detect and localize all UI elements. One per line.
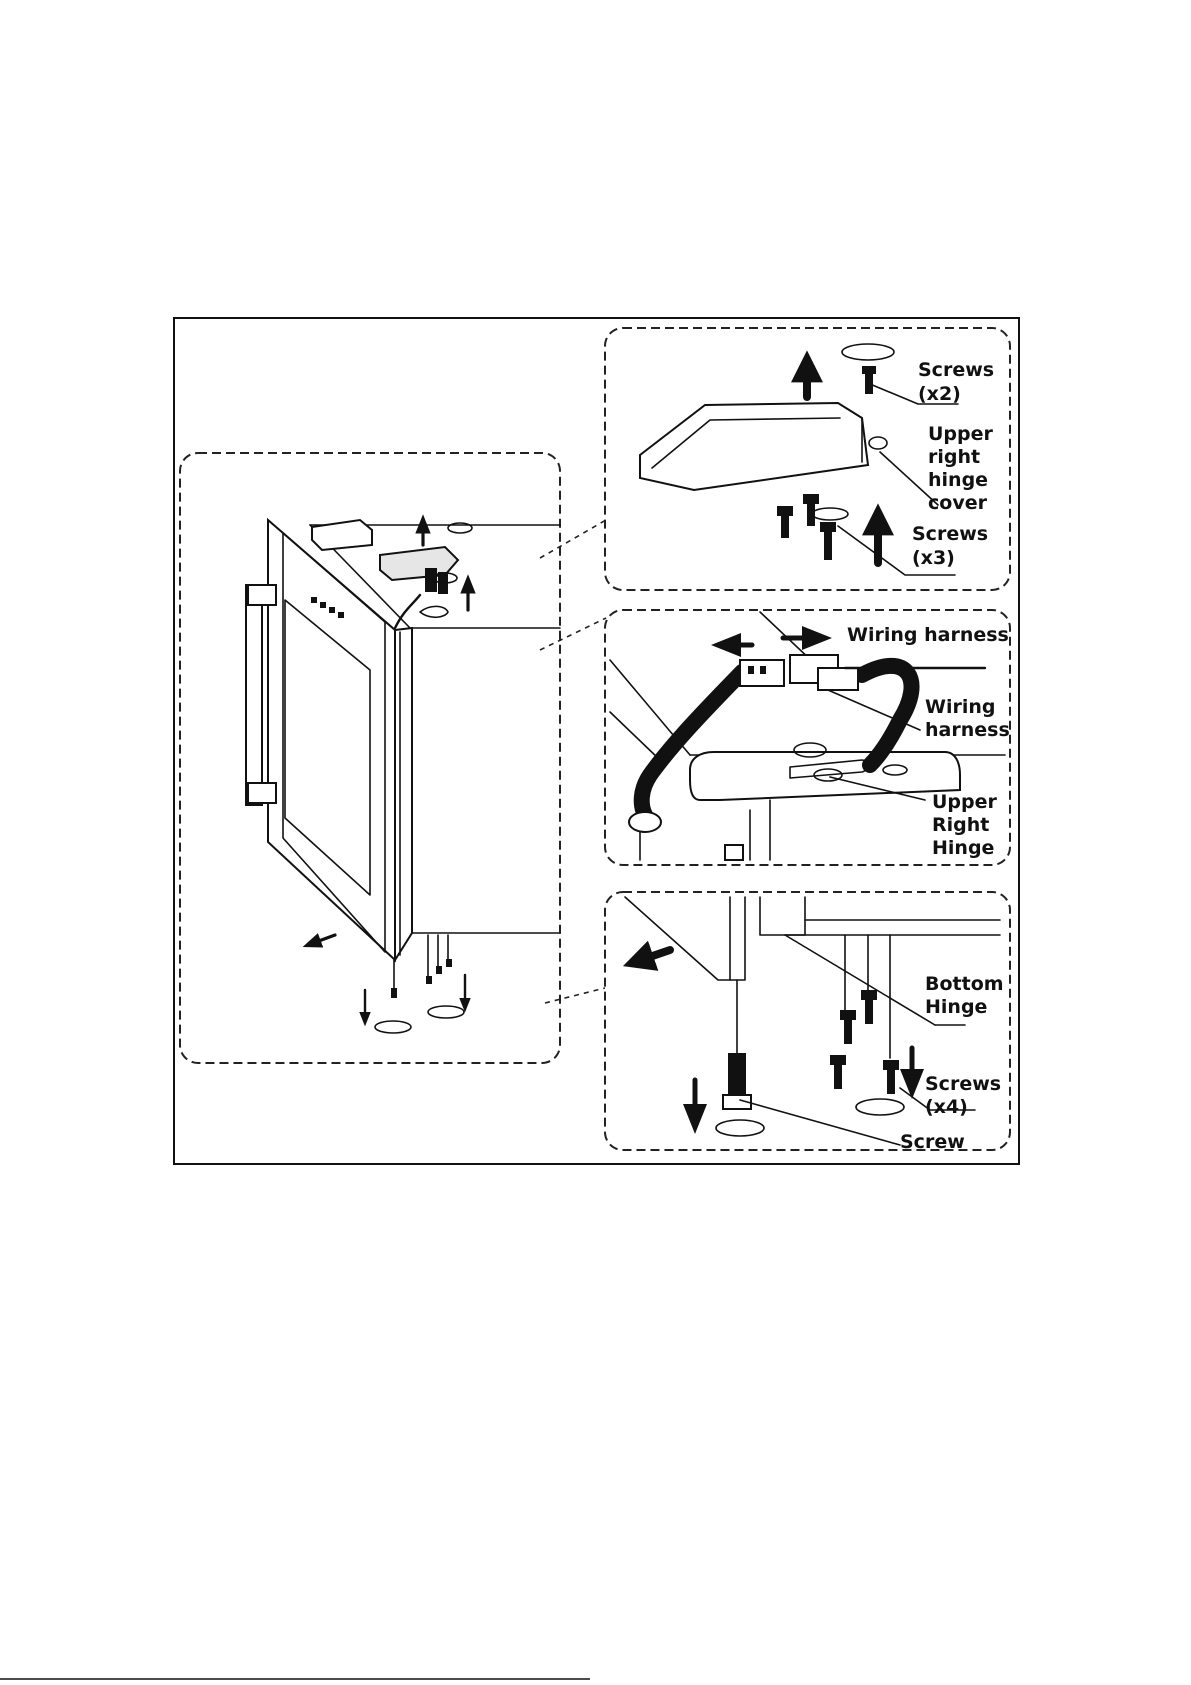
label-line: Right	[932, 814, 989, 836]
control-button	[338, 612, 344, 618]
label-line: (x3)	[912, 547, 955, 569]
detail-panel-hinge-cover: Screws (x2) Upper right hinge cover Scre…	[605, 328, 1010, 590]
label-line: (x2)	[918, 383, 961, 405]
label-upper-right-hinge: Upper Right Hinge	[932, 791, 1004, 859]
control-button	[320, 602, 326, 608]
screw-icon	[728, 1053, 746, 1095]
detail-panel-wiring-harness: Wiring harness Wiring harness Upper Righ…	[605, 610, 1010, 865]
label-line: cover	[928, 492, 988, 514]
label-line: harness	[925, 719, 1010, 741]
detail-panel-bottom-hinge: Bottom Hinge Screws (x4) Screw	[605, 892, 1010, 1153]
label-wiring-harness-top: Wiring harness	[847, 624, 1009, 646]
label-line: Screws	[912, 523, 988, 545]
label-line: hinge	[928, 469, 988, 491]
label-line: Hinge	[925, 996, 987, 1018]
label-line: Upper	[928, 423, 994, 445]
label-line: Wiring harness	[847, 624, 1009, 646]
label-line: Screw	[900, 1131, 965, 1153]
label-wiring-harness-side: Wiring harness	[925, 696, 1010, 741]
label-line: Wiring	[925, 696, 995, 718]
main-view-panel	[180, 453, 606, 1063]
label-line: right	[928, 446, 980, 468]
label-screw: Screw	[900, 1131, 965, 1153]
label-line: Upper	[932, 791, 998, 813]
label-line: (x4)	[925, 1096, 968, 1118]
label-line: Screws	[918, 359, 994, 381]
label-line: Screws	[925, 1073, 1001, 1095]
control-button	[311, 597, 317, 603]
label-line: Bottom	[925, 973, 1004, 995]
label-line: Hinge	[932, 837, 994, 859]
control-button	[329, 607, 335, 613]
